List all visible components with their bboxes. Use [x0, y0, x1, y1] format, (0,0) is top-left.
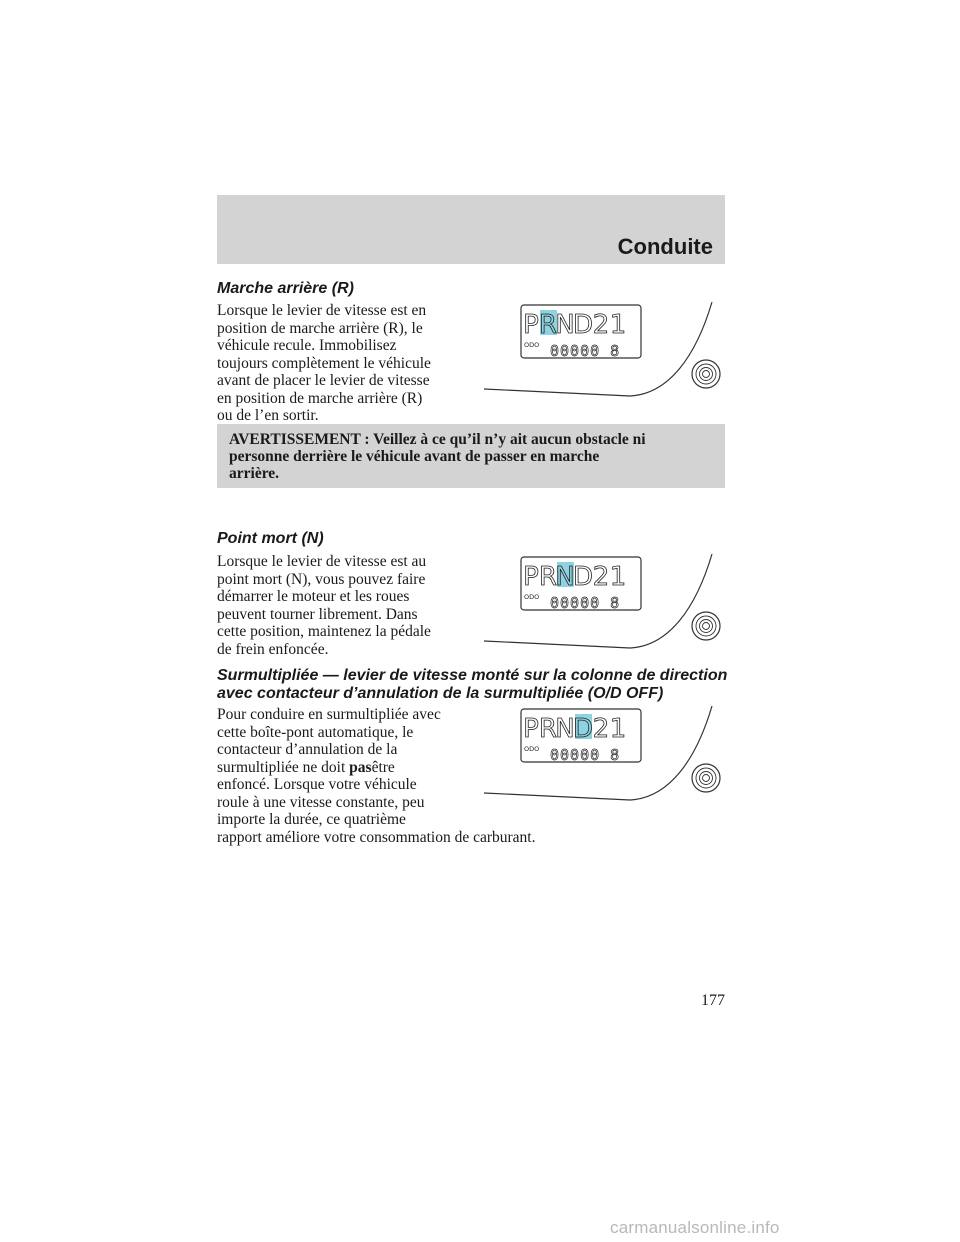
- overdrive-after-bold: être: [371, 758, 395, 776]
- knob-ring: [695, 767, 717, 789]
- reverse-line: avant de placer le levier de vitesse: [217, 372, 430, 389]
- page-number: 177: [701, 992, 725, 1009]
- knob-ring: [702, 370, 710, 378]
- gear-letter: 2: [593, 562, 610, 592]
- odo-value: 00000 8: [550, 746, 620, 764]
- warning-line: arrière.: [229, 465, 280, 482]
- knob-ring: [699, 619, 713, 633]
- gear-highlight: [540, 310, 557, 335]
- chapter-title: Conduite: [617, 234, 713, 259]
- odo-value: 00000 8: [550, 594, 620, 612]
- knob-ring: [695, 615, 717, 637]
- gear-letter: P: [523, 310, 539, 340]
- adjust-knob: [691, 611, 721, 641]
- overdrive-heading-line: Surmultipliée — levier de vitesse monté …: [217, 667, 728, 684]
- gear-letter: R: [539, 714, 557, 744]
- overdrive-paragraph: Pour conduire en surmultipliée avec cett…: [217, 706, 536, 846]
- gear-letter: R: [539, 562, 557, 592]
- odo-value: 00000 8: [550, 342, 620, 360]
- gear-letter: P: [523, 562, 539, 592]
- gear-letter: D: [573, 310, 593, 340]
- odo-label: ODO: [524, 593, 539, 601]
- overdrive-line: enfoncé. Lorsque votre véhicule: [217, 776, 417, 793]
- neutral-line: Lorsque le levier de vitesse est au: [217, 553, 427, 570]
- overdrive-heading-line: avec contacteur d’annulation de la surmu…: [217, 685, 664, 702]
- gear-letter: 2: [593, 310, 610, 340]
- neutral-line: peuvent tourner librement. Dans: [217, 605, 418, 623]
- reverse-line: toujours complètement le véhicule: [217, 354, 431, 372]
- watermark: carmanualsonline.info: [610, 1218, 780, 1237]
- neutral-heading: Point mort (N): [217, 530, 324, 547]
- gear-letter: 1: [610, 310, 627, 340]
- gear-letter: D: [573, 714, 593, 744]
- gear-letter: N: [555, 714, 574, 744]
- gear-highlight: [557, 562, 574, 587]
- gear-highlight: [575, 714, 592, 739]
- knob-ring: [699, 367, 713, 381]
- warning-line: AVERTISSEMENT : Veillez à ce qu’il n’y a…: [229, 431, 646, 448]
- overdrive-line: cette boîte-pont automatique, le: [217, 723, 414, 741]
- adjust-knob: [691, 359, 721, 389]
- overdrive-line: roule à une vitesse constante, peu: [217, 793, 425, 811]
- neutral-line: démarrer le moteur et les roues: [217, 588, 410, 605]
- overdrive-line: surmultipliée ne doit: [217, 758, 346, 776]
- reverse-paragraph: Lorsque le levier de vitesse est en posi…: [217, 302, 431, 425]
- overdrive-heading: Surmultipliée — levier de vitesse monté …: [217, 667, 727, 703]
- overdrive-line: contacteur d’annulation de la: [217, 741, 398, 758]
- warning-line: personne derrière le véhicule avant de p…: [229, 448, 600, 465]
- dashboard-outline: [483, 301, 713, 397]
- reverse-line: ou de l’en sortir.: [217, 407, 319, 424]
- reverse-line: Lorsque le levier de vitesse est en: [217, 302, 427, 319]
- adjust-knob: [691, 763, 721, 793]
- neutral-line: de frein enfoncée.: [217, 640, 329, 658]
- gear-letter: R: [539, 310, 557, 340]
- gear-letter: 1: [610, 562, 627, 592]
- gear-letter: P: [523, 714, 539, 744]
- dashboard-outline: [483, 705, 713, 801]
- reverse-line: véhicule recule. Immobilisez: [217, 337, 397, 354]
- overdrive-line: rapport améliore votre consommation de c…: [217, 828, 536, 846]
- reverse-heading: Marche arrière (R): [217, 280, 354, 297]
- dashboard-outline: [483, 553, 713, 649]
- knob-ring: [695, 363, 717, 385]
- overdrive-line-with-bold: surmultipliée ne doit pasêtre: [217, 759, 536, 777]
- neutral-line: point mort (N), vous pouvez faire: [217, 570, 426, 588]
- emphasis-word: pas: [349, 758, 372, 776]
- overdrive-line: importe la durée, ce quatrième: [217, 811, 406, 828]
- overdrive-line: Pour conduire en surmultipliée avec: [217, 706, 441, 723]
- gear-letter: 1: [610, 714, 627, 744]
- gear-letter: N: [555, 562, 574, 592]
- neutral-line: cette position, maintenez la pédale: [217, 623, 431, 640]
- odo-label: ODO: [524, 341, 539, 349]
- neutral-paragraph: Lorsque le levier de vitesse est au poin…: [217, 553, 431, 658]
- knob-ring: [702, 622, 710, 630]
- knob-ring: [699, 771, 713, 785]
- odo-label: ODO: [524, 745, 539, 753]
- gear-letter: N: [555, 310, 574, 340]
- display-panel: [520, 556, 642, 611]
- reverse-line: position de marche arrière (R), le: [217, 319, 423, 337]
- chapter-header: Conduite: [217, 195, 725, 264]
- gear-letter: D: [573, 562, 593, 592]
- knob-ring: [702, 774, 710, 782]
- warning-box: AVERTISSEMENT : Veillez à ce qu’il n’y a…: [217, 424, 725, 488]
- reverse-line: en position de marche arrière (R): [217, 389, 423, 407]
- gear-letter: 2: [593, 714, 610, 744]
